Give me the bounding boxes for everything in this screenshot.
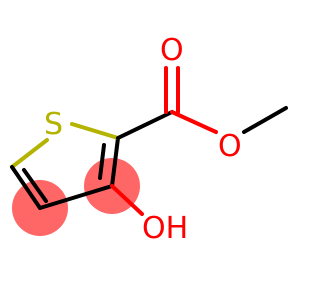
- bond-c2-s1: [70, 122, 120, 140]
- bond-c3-c2: [110, 136, 120, 188]
- bond-ccarbonyl-oester: [170, 110, 218, 134]
- atom-label-sulfur: S: [44, 107, 63, 142]
- bond-s1-c5: [10, 138, 49, 169]
- molecule-diagram: S O O OH: [10, 33, 288, 246]
- structure-canvas: S O O OH: [10, 33, 288, 246]
- bond-c5-c4: [10, 165, 42, 210]
- bond-oester-methyl: [242, 106, 288, 134]
- atom-label-hydroxyl: OH: [142, 211, 188, 246]
- bond-c5-c4-inner: [22, 168, 48, 203]
- bond-c4-c3: [38, 184, 114, 210]
- bond-c3-oh: [110, 184, 144, 216]
- atom-label-carbonyl-oxygen: O: [160, 33, 184, 68]
- bond-c2-ccarbonyl: [116, 110, 174, 140]
- bond-c3-c2-inner: [98, 143, 106, 180]
- atom-label-ester-oxygen: O: [218, 129, 242, 164]
